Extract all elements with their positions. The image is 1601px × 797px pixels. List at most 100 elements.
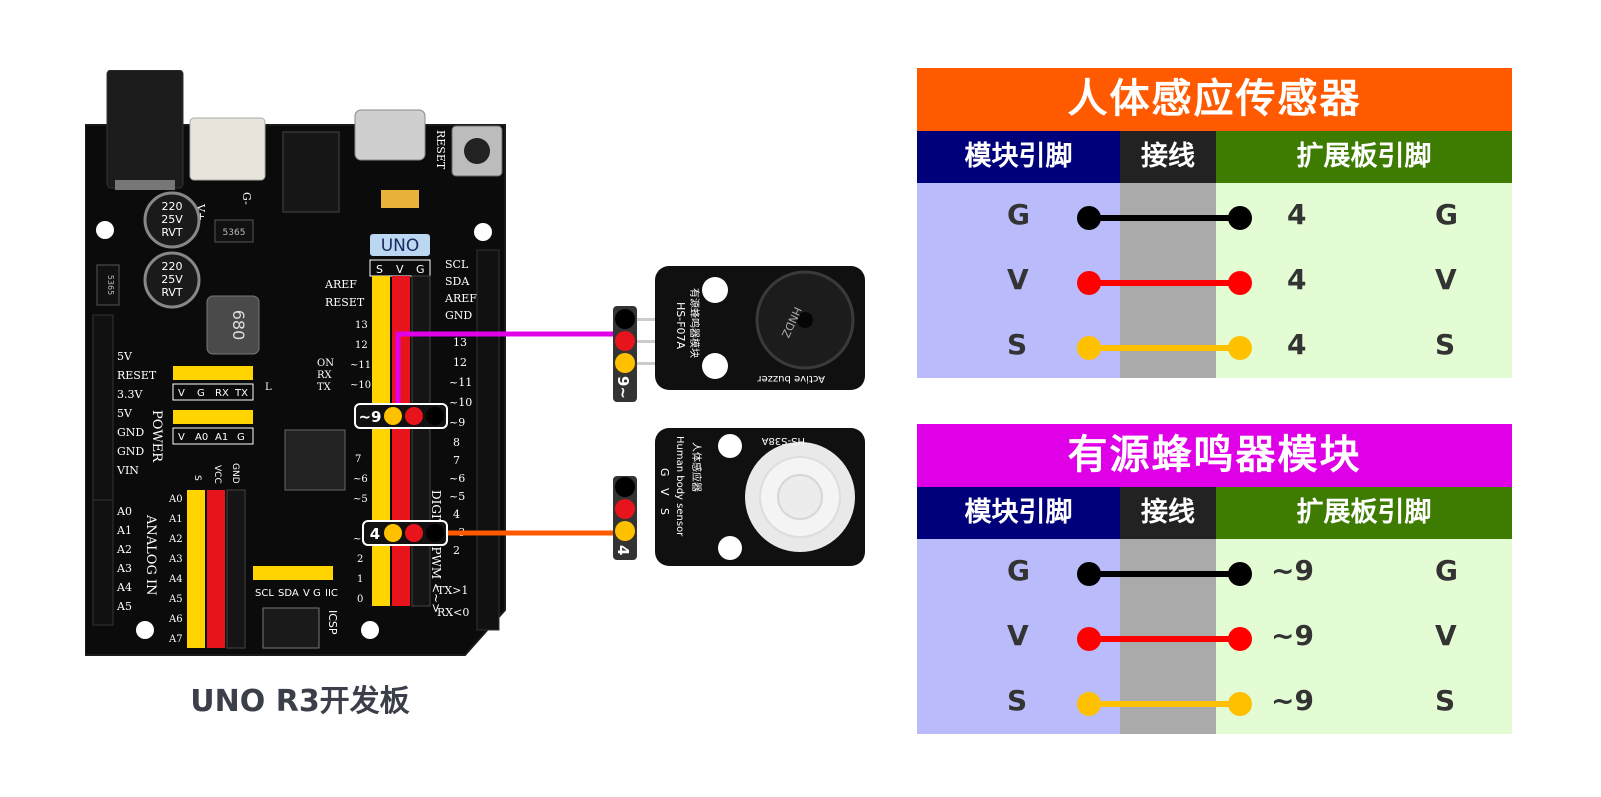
- svg-text:220: 220: [162, 260, 183, 273]
- svg-text:RX<0: RX<0: [437, 606, 469, 619]
- wire-line: [1088, 701, 1240, 707]
- table-header: 模块引脚 接线 扩展板引脚: [917, 487, 1512, 539]
- board-caption: UNO R3开发板: [190, 684, 410, 719]
- svg-text:~9: ~9: [358, 408, 381, 426]
- svg-text:~3: ~3: [353, 534, 368, 545]
- pir-connector: 4: [613, 476, 637, 560]
- svg-text:GND: GND: [117, 445, 144, 458]
- pin-callout-4: 4: [362, 520, 448, 546]
- svg-text:A4: A4: [116, 581, 132, 594]
- module-pin: S: [1007, 684, 1028, 717]
- svg-text:GND: GND: [230, 463, 240, 484]
- svg-text:HS-F07A: HS-F07A: [674, 302, 687, 350]
- capacitor: [143, 251, 201, 309]
- svg-text:4: 4: [453, 508, 460, 521]
- svg-text:SCL: SCL: [445, 258, 469, 271]
- board-signal: S: [1435, 684, 1456, 717]
- svg-text:13: 13: [355, 320, 368, 331]
- buzzer-drawing: HS-F07A 有源蜂鸣器模块 HNDZ Active buzzer: [674, 270, 855, 384]
- header-wiring: 接线: [1120, 131, 1216, 183]
- wire-end: [1077, 692, 1101, 716]
- svg-text:V: V: [658, 488, 671, 496]
- silk-reset: RESET: [434, 130, 447, 170]
- board-signal: V: [1435, 263, 1457, 296]
- board-pin: 4: [1287, 198, 1307, 231]
- wire-end: [1077, 562, 1101, 586]
- svg-text:人体感应器: 人体感应器: [690, 442, 703, 492]
- board-signal: V: [1435, 619, 1457, 652]
- svg-text:GND: GND: [117, 426, 144, 439]
- header-board-pin: 扩展板引脚: [1216, 487, 1512, 539]
- svg-text:RVT: RVT: [161, 286, 183, 299]
- wire-line: [1088, 636, 1240, 642]
- header-module-pin: 模块引脚: [917, 131, 1120, 183]
- svg-text:5V: 5V: [117, 350, 133, 363]
- svg-text:VIN: VIN: [116, 464, 139, 477]
- wire-end: [1077, 206, 1101, 230]
- svg-text:RESET: RESET: [117, 369, 157, 382]
- svg-text:7: 7: [355, 454, 361, 465]
- svg-text:RVT: RVT: [161, 226, 183, 239]
- svg-text:A2: A2: [168, 534, 183, 545]
- svg-text:A5: A5: [116, 600, 132, 613]
- pin-callout-9: ~9: [354, 403, 448, 429]
- board-pin: 4: [1287, 263, 1307, 296]
- capacitor: [143, 191, 201, 249]
- buzzer-wiring-table: 有源蜂鸣器模块 模块引脚 接线 扩展板引脚 G ~9 G V ~9 V S ~9…: [917, 424, 1512, 734]
- svg-text:5V: 5V: [117, 407, 133, 420]
- wire-line: [1088, 571, 1240, 577]
- module-pin: G: [1007, 198, 1030, 231]
- mounting-hole: [474, 223, 492, 241]
- svg-text:V: V: [396, 263, 404, 276]
- wire-line: [1088, 345, 1240, 351]
- svg-text:13: 13: [453, 336, 467, 349]
- svg-text:TX: TX: [317, 382, 332, 393]
- header-board-pin: 扩展板引脚: [1216, 131, 1512, 183]
- svg-text:5365: 5365: [223, 228, 246, 238]
- svg-text:AREF: AREF: [324, 278, 357, 291]
- svg-text:A1: A1: [168, 514, 183, 525]
- uno-logo: [370, 234, 430, 256]
- table-header: 模块引脚 接线 扩展板引脚: [917, 131, 1512, 183]
- header-module-pin: 模块引脚: [917, 487, 1120, 539]
- table-body: G ~9 G V ~9 V S ~9 S: [917, 539, 1512, 734]
- wire-end: [1077, 627, 1101, 651]
- svg-text:Active buzzer: Active buzzer: [757, 373, 825, 384]
- mcu-chip: [284, 429, 346, 491]
- svg-text:A0: A0: [116, 505, 132, 518]
- wire-end: [1228, 627, 1252, 651]
- svg-text:220: 220: [162, 200, 183, 213]
- board-pin: ~9: [1271, 554, 1314, 587]
- wire-end: [1228, 336, 1252, 360]
- svg-text:~5: ~5: [353, 494, 368, 505]
- svg-text:Human body sensor: Human body sensor: [674, 436, 685, 537]
- svg-text:9~: 9~: [614, 376, 632, 399]
- svg-text:VCC: VCC: [212, 465, 222, 484]
- svg-text:V: V: [303, 588, 310, 599]
- pir-drawing: Human body sensor 人体感应器 HS-S38A G V S: [658, 434, 855, 560]
- svg-text:G: G: [658, 468, 671, 477]
- svg-text:A1: A1: [215, 432, 228, 443]
- buzzer-connector: 9~: [613, 306, 637, 402]
- svg-text:2: 2: [453, 544, 460, 557]
- mounting-hole: [96, 221, 114, 239]
- buzzer-wire: [395, 331, 614, 404]
- svg-text:~5: ~5: [449, 490, 465, 503]
- svg-text:有源蜂鸣器模块: 有源蜂鸣器模块: [688, 288, 701, 358]
- svg-text:A3: A3: [116, 562, 132, 575]
- svg-text:G: G: [237, 432, 245, 443]
- table-title: 有源蜂鸣器模块: [917, 424, 1512, 487]
- svg-text:A6: A6: [168, 614, 183, 625]
- svg-text:A0: A0: [195, 432, 208, 443]
- svg-text:SDA: SDA: [445, 275, 470, 288]
- board-pin: 4: [1287, 328, 1307, 361]
- svg-text:4: 4: [614, 545, 632, 555]
- mounting-hole: [361, 621, 379, 639]
- board-signal: G: [1435, 554, 1458, 587]
- header-wiring: 接线: [1120, 487, 1216, 539]
- svg-text:RX: RX: [215, 388, 229, 399]
- svg-text:UNO: UNO: [381, 236, 420, 256]
- svg-text:25V: 25V: [161, 213, 183, 226]
- svg-text:~9: ~9: [449, 416, 465, 429]
